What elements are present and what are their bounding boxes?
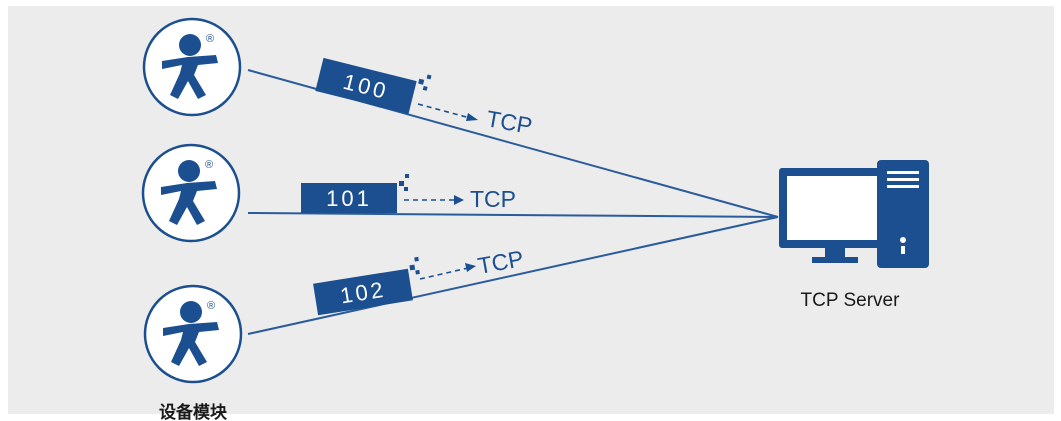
packet-tag-box <box>315 57 417 115</box>
server-label: TCP Server <box>801 290 901 311</box>
registered-mark: ® <box>207 300 215 312</box>
packet-tag-3: 102 <box>313 256 420 316</box>
tcp-label-2: TCP <box>470 186 516 212</box>
packet-id: 101 <box>326 186 372 211</box>
monitor-neck <box>825 248 845 258</box>
device-figure-icon <box>163 301 219 366</box>
packet-tag-box <box>313 268 413 316</box>
device-module-2: ® <box>141 143 241 243</box>
connection-line-3 <box>247 216 779 335</box>
device-module-3: ® <box>143 284 243 384</box>
connection-line-2 <box>247 212 779 218</box>
devices-label: 设备模块 <box>159 402 228 421</box>
monitor-base <box>812 257 858 263</box>
packet-tag-box <box>301 183 397 213</box>
server-computer-icon <box>779 160 929 268</box>
device-figure-icon <box>162 34 218 99</box>
tcp-arrow-2 <box>404 195 464 205</box>
tcp-arrow-3 <box>419 263 476 280</box>
registered-mark: ® <box>206 33 214 45</box>
monitor-screen <box>787 176 882 240</box>
device-figure-icon <box>161 160 217 225</box>
registered-mark: ® <box>205 159 213 171</box>
packet-tag-1: 100 <box>315 57 432 115</box>
tcp-arrow-1 <box>417 103 478 121</box>
device-module-1: ® <box>142 17 242 117</box>
power-led <box>900 237 906 243</box>
packet-tag-2: 101 <box>301 174 409 213</box>
